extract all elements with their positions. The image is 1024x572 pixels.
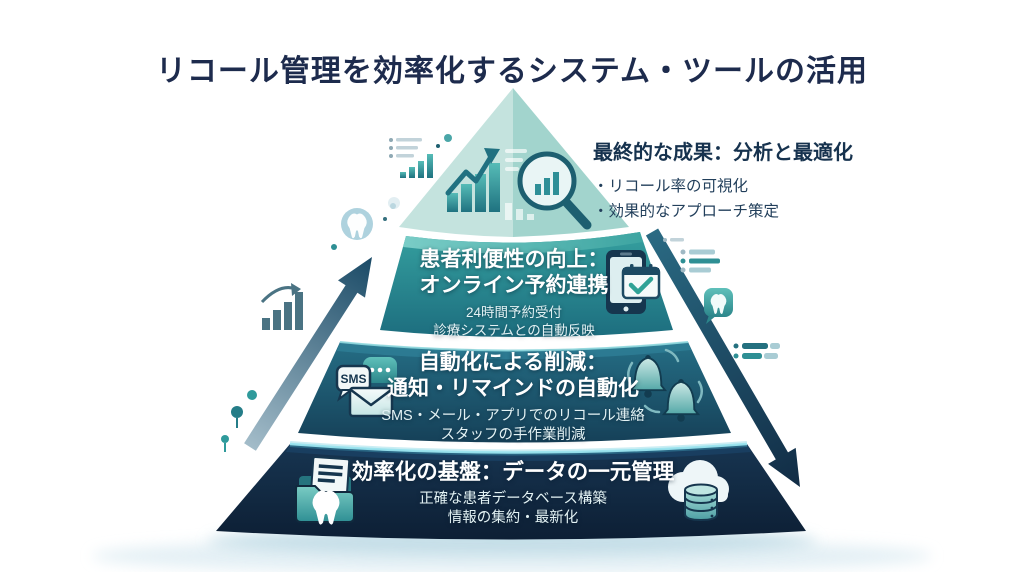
list-rows-icon: [663, 238, 720, 273]
chat-bubble-icon: [363, 357, 397, 391]
sms-label: SMS: [340, 372, 366, 386]
sms-bubble-icon: SMS: [335, 364, 372, 402]
up-arrow: [244, 257, 372, 451]
level-3-sub-line-2: スタッフの手作業削減: [440, 427, 586, 443]
apex-annotation-heading: 最終的な成果：分析と最適化: [593, 142, 853, 164]
level-4-sub-line-2: 情報の集約・最新化: [447, 510, 579, 526]
phone-calendar-icon: [606, 250, 661, 314]
list-rows-icon: [733, 343, 780, 359]
pyramid-level-3: [298, 341, 731, 443]
magnifier-chart-icon: [505, 149, 592, 230]
tooth-circle-icon: [341, 208, 373, 240]
folder-tooth-icon: [295, 455, 355, 525]
apex-annotation-bullet-1: ・リコール率の可視化: [593, 178, 749, 195]
down-arrow: [645, 228, 800, 487]
level-3-heading-line-1: 自動化による削減：: [418, 351, 608, 374]
level-2-sub-line-1: 24時間予約受付: [465, 305, 563, 320]
envelope-icon: [348, 386, 394, 418]
level-4-sub-line-1: 正確な患者データベース構築: [419, 491, 607, 507]
level-3-text: 自動化による削減： 通知・リマインドの自動化 SMS・メール・アプリでのリコール…: [343, 350, 683, 445]
level-2-heading-line-2: オンライン予約連携: [419, 274, 609, 297]
level-2-heading-line-1: 患者利便性の向上：: [419, 248, 609, 271]
level-3-sub-line-1: SMS・メール・アプリでのリコール連絡: [381, 408, 645, 424]
pyramid-level-2: [380, 232, 673, 337]
level-2-sub-line-2: 診療システムとの自動反映: [433, 323, 595, 338]
dots-decoration: [221, 134, 452, 452]
bell-icon: [627, 348, 703, 422]
tooth-bubble-icon: [704, 288, 733, 324]
list-bars-icon: [389, 138, 433, 178]
cloud-database-icon: [668, 460, 729, 522]
apex-annotation-bullet-2: ・効果的なアプローチ策定: [593, 203, 780, 220]
growth-bars-icon: [260, 283, 303, 330]
page-title: リコール管理を効率化するシステム・ツールの活用: [155, 55, 869, 89]
apex-annotation: 最終的な成果：分析と最適化 ・リコール率の可視化 ・効果的なアプローチ策定: [593, 136, 903, 224]
analytics-chart-icon: [445, 148, 500, 212]
level-4-text: 効率化の基盤：データの一元管理 正確な患者データベース構築 情報の集約・最新化: [313, 459, 713, 528]
level-3-heading-line-2: 通知・リマインドの自動化: [387, 377, 639, 400]
level-2-text: 患者利便性の向上： オンライン予約連携 24時間予約受付 診療システムとの自動反…: [383, 247, 645, 340]
level-4-heading: 効率化の基盤：データの一元管理: [351, 460, 675, 484]
pyramid-level-4: [216, 441, 806, 540]
